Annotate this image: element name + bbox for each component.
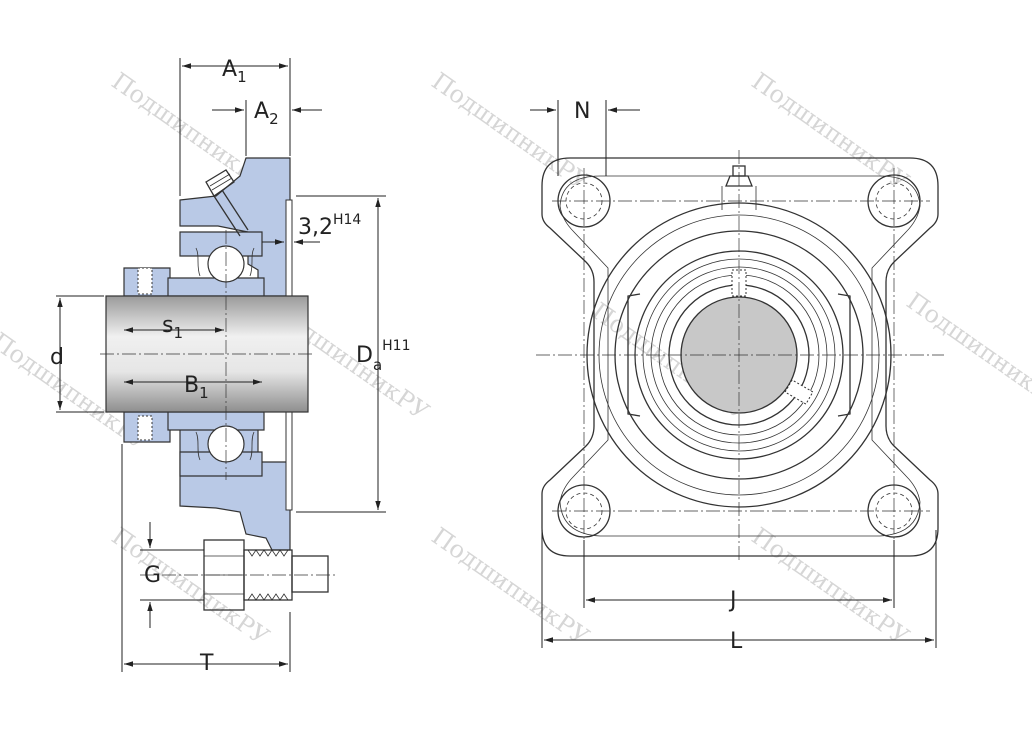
- mounting-bolt: [140, 539, 336, 611]
- square-flange: [541, 157, 939, 557]
- inner-ring-lower: [167, 411, 265, 431]
- front-extension-lines: [541, 100, 937, 648]
- side-section-view: A1 A2 3,2H14 DaH11 d s1 B1 G T: [50, 57, 411, 676]
- seal-upper: [195, 247, 255, 277]
- watermark: ПодшипникРУ: [902, 287, 1032, 416]
- label-da: DaH11: [356, 338, 411, 374]
- label-clearance: 3,2H14: [298, 212, 361, 240]
- grease-nipple: [205, 169, 249, 237]
- watermark: ПодшипникРУ: [427, 522, 595, 651]
- grub-screw-upper: [137, 267, 153, 295]
- front-grub-screw-angled: [784, 379, 814, 405]
- label-s1: s1: [162, 313, 183, 342]
- label-g: G: [144, 563, 161, 588]
- extension-lines: [56, 58, 386, 672]
- label-t: T: [199, 651, 214, 676]
- label-j: J: [728, 588, 737, 613]
- flange-inner-edge: [559, 175, 921, 537]
- watermark: ПодшипникРУ: [747, 67, 915, 196]
- front-dimension-lines: [530, 107, 934, 643]
- label-b1: B1: [184, 373, 209, 402]
- label-a2: A2: [254, 99, 279, 128]
- dimension-lines: [57, 63, 381, 667]
- front-view: N J L: [530, 99, 944, 654]
- label-d: d: [50, 345, 64, 370]
- label-l: L: [730, 629, 743, 654]
- seal-lower: [195, 431, 255, 461]
- watermark: ПодшипникРУ: [747, 522, 915, 651]
- inner-ring-upper: [167, 277, 265, 297]
- watermark: ПодшипникРУ: [427, 67, 595, 196]
- label-a1: A1: [222, 57, 247, 86]
- grub-screw-lower: [137, 415, 153, 441]
- watermark: ПодшипникРУ: [107, 522, 275, 651]
- label-n: N: [574, 99, 590, 124]
- outer-ring-upper: [179, 231, 263, 257]
